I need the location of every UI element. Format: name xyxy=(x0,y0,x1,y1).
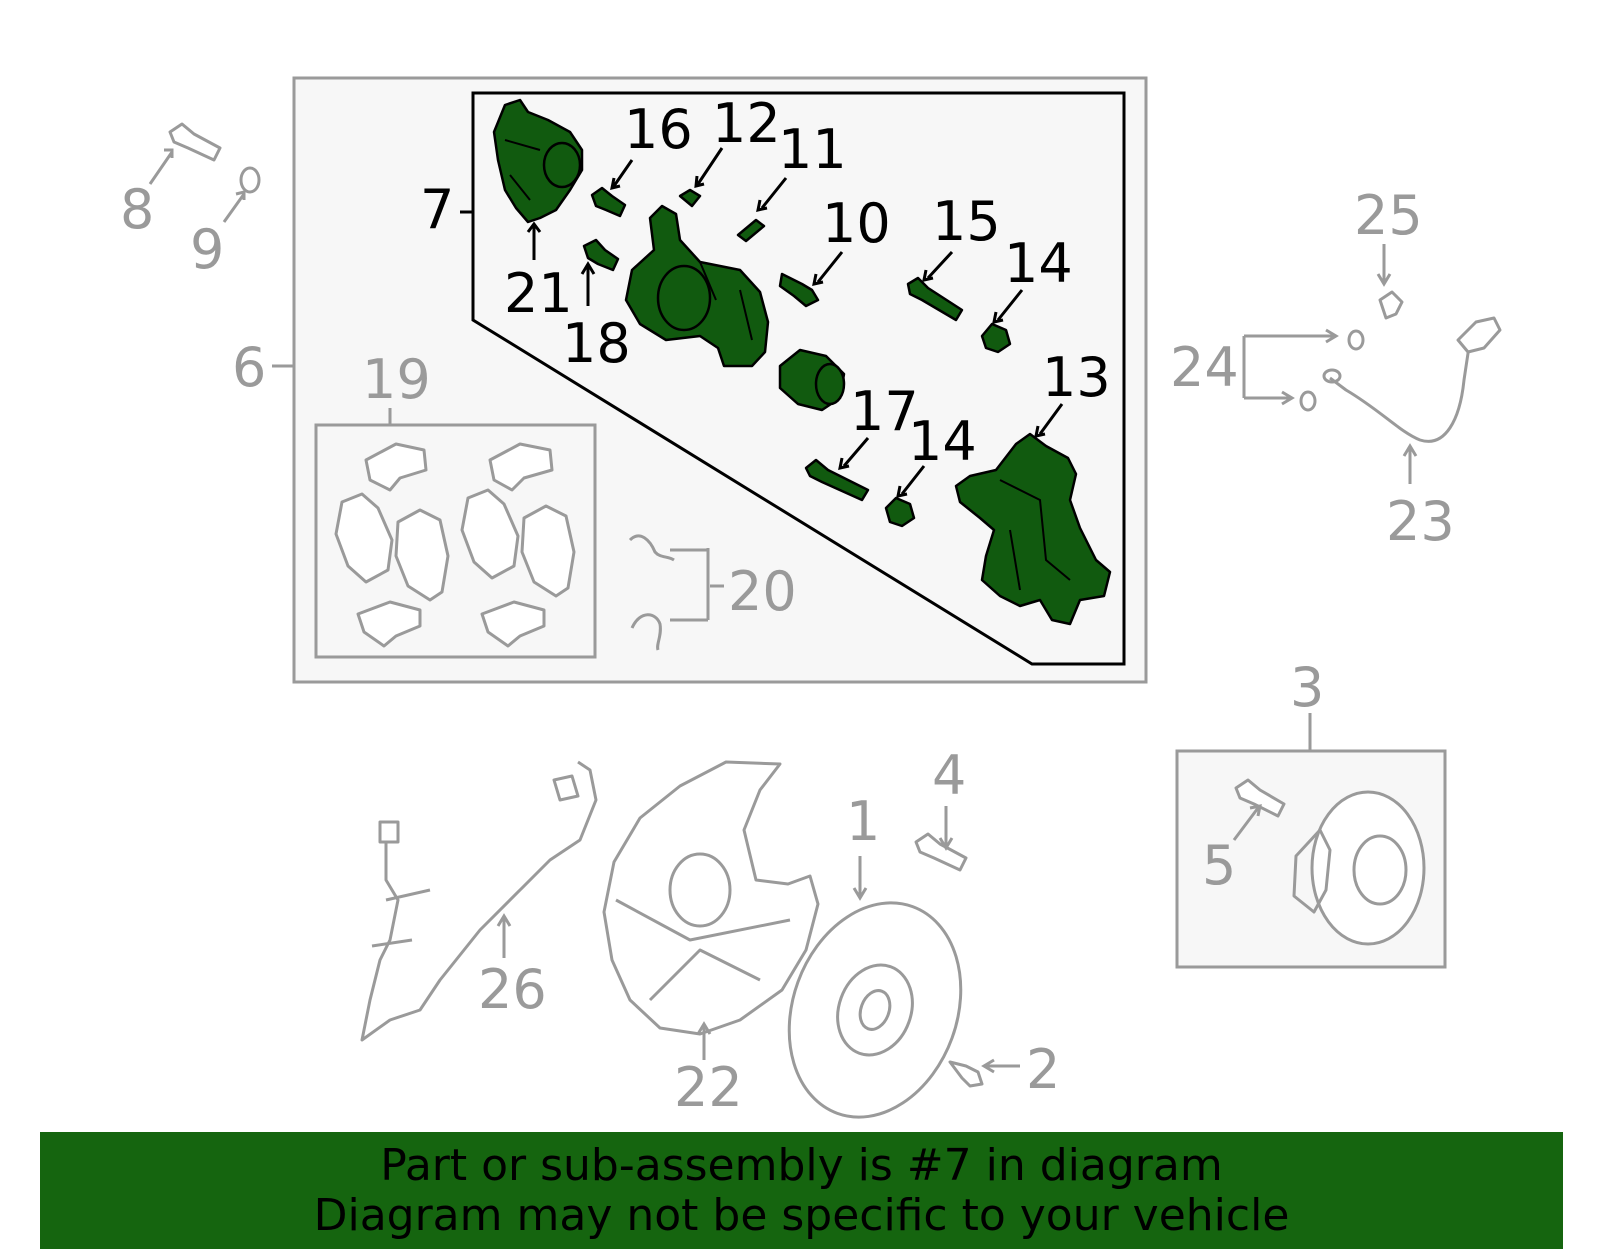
brake-pads-part-19 xyxy=(334,442,576,648)
pin-part-12 xyxy=(678,188,702,208)
bolt-part-10 xyxy=(778,272,820,308)
callout-11: 11 xyxy=(778,118,847,181)
callout-19: 19 xyxy=(362,348,431,411)
callout-8: 8 xyxy=(120,178,154,241)
callout-5: 5 xyxy=(1202,834,1236,897)
callout-18: 18 xyxy=(562,312,631,375)
callout-22: 22 xyxy=(674,1056,743,1119)
hub-part-3 xyxy=(1292,790,1426,946)
bolt-part-18 xyxy=(582,238,620,272)
callout-6: 6 xyxy=(232,336,266,399)
callout-24: 24 xyxy=(1170,336,1239,399)
bolt-part-8 xyxy=(168,122,222,162)
washer-part-24a xyxy=(1347,329,1365,351)
leader-lines xyxy=(148,147,1418,1074)
bolt-part-25 xyxy=(1378,290,1404,320)
callout-7: 7 xyxy=(420,178,454,241)
callout-2: 2 xyxy=(1026,1038,1060,1101)
callout-25: 25 xyxy=(1354,184,1423,247)
info-banner: Part or sub-assembly is #7 in diagram Di… xyxy=(40,1132,1563,1249)
clips-part-20 xyxy=(628,534,675,651)
banner-line-2: Diagram may not be specific to your vehi… xyxy=(313,1189,1290,1241)
callout-1: 1 xyxy=(846,790,880,853)
guide-pin-part-15 xyxy=(906,276,964,322)
brake-hose-part-23 xyxy=(1322,316,1502,443)
callout-12: 12 xyxy=(712,92,781,155)
callout-9: 9 xyxy=(190,218,224,281)
washer-part-24b xyxy=(1299,390,1317,412)
abs-sensor-part-26 xyxy=(360,760,598,1042)
callout-4: 4 xyxy=(932,744,966,807)
callout-23: 23 xyxy=(1386,490,1455,553)
guide-pin-part-17 xyxy=(804,458,870,502)
bleeder-part-11 xyxy=(736,218,766,243)
screw-part-2 xyxy=(948,1060,984,1088)
callout-26: 26 xyxy=(478,958,547,1021)
callout-13: 13 xyxy=(1042,346,1111,409)
callout-20: 20 xyxy=(728,560,797,623)
callout-16: 16 xyxy=(624,98,693,161)
dust-shield-part-22 xyxy=(602,760,820,1036)
caliper-carrier-part-13 xyxy=(954,432,1112,626)
callout-15: 15 xyxy=(932,190,1001,253)
boot-part-14b xyxy=(884,496,916,528)
callout-21: 21 xyxy=(504,262,573,325)
callout-10: 10 xyxy=(822,192,891,255)
caliper-housing xyxy=(624,204,770,368)
bolt-part-5 xyxy=(1234,778,1286,818)
banner-line-1: Part or sub-assembly is #7 in diagram xyxy=(380,1139,1223,1191)
boot-part-14a xyxy=(980,322,1012,354)
callout-17: 17 xyxy=(850,380,919,443)
bolt-part-4 xyxy=(914,832,968,872)
caliper-bracket-part-21 xyxy=(492,98,584,224)
rotor-part-1 xyxy=(787,901,963,1119)
callout-14b: 14 xyxy=(908,410,977,473)
washer-part-9 xyxy=(239,166,261,194)
callout-14a: 14 xyxy=(1004,232,1073,295)
callout-3: 3 xyxy=(1290,656,1324,719)
bolt-part-16 xyxy=(590,186,627,218)
piston-part xyxy=(778,348,846,412)
